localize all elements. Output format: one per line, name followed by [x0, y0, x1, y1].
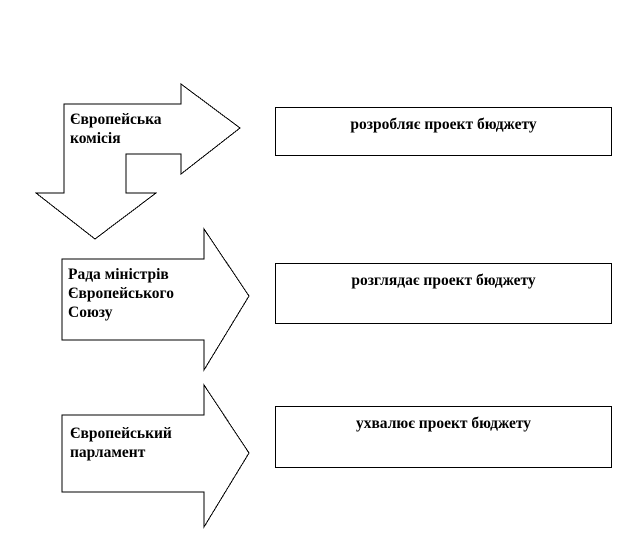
- actor-line: Європейський: [70, 425, 172, 442]
- action-text-develop: розробляє проект бюджету: [350, 116, 537, 133]
- actor-line: комісія: [70, 130, 121, 147]
- council-arrow: [61, 227, 250, 372]
- actor-label-council: Рада міністрів Європейського Союзу: [68, 265, 174, 322]
- actor-line: Союзу: [68, 304, 113, 321]
- actor-line: парламент: [70, 444, 146, 461]
- action-box-develop: розробляє проект бюджету: [275, 107, 612, 156]
- action-box-adopt: ухвалює проект бюджету: [275, 406, 612, 468]
- parliament-arrow: [61, 383, 250, 529]
- action-box-review: розглядає проект бюджету: [275, 263, 612, 324]
- actor-label-parliament: Європейський парламент: [70, 424, 172, 462]
- commission-arrow: [34, 83, 241, 240]
- action-text-adopt: ухвалює проект бюджету: [355, 415, 532, 432]
- actor-line: Рада міністрів: [68, 266, 169, 283]
- actor-label-commission: Європейська комісія: [70, 110, 162, 148]
- actor-line: Європейська: [70, 111, 162, 128]
- actor-line: Європейського: [68, 285, 174, 302]
- action-text-review: розглядає проект бюджету: [351, 272, 536, 289]
